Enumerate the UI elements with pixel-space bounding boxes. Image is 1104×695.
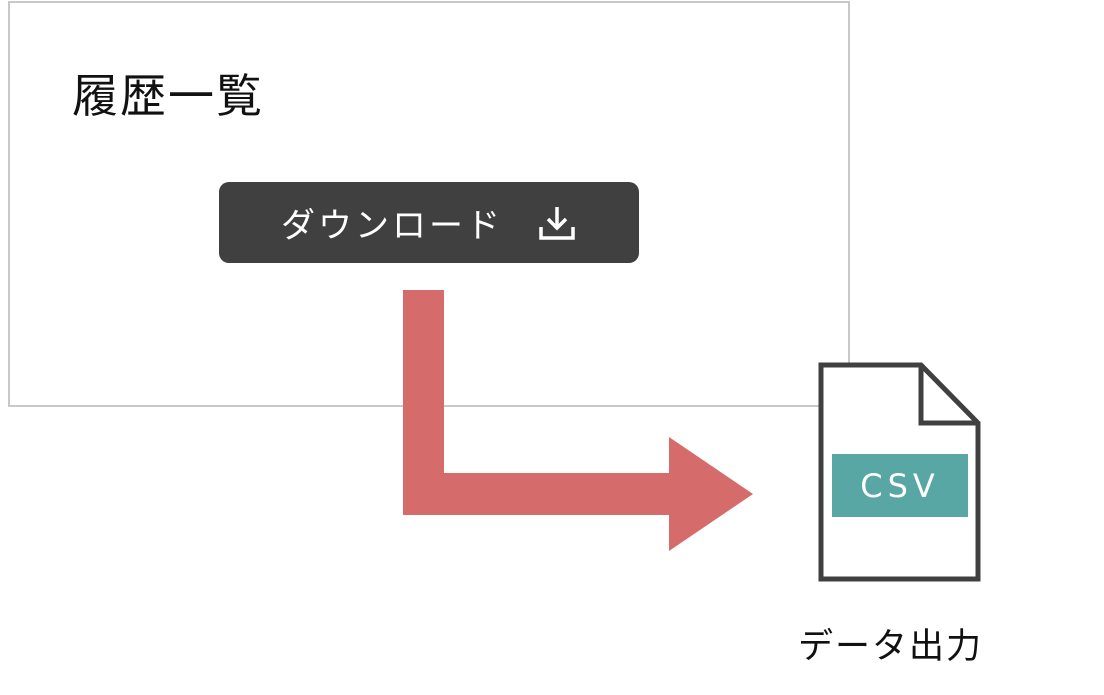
elbow-arrow	[403, 290, 753, 551]
csv-badge: CSV	[832, 454, 968, 517]
download-button[interactable]: ダウンロード	[219, 182, 639, 263]
page-title: 履歴一覧	[72, 69, 264, 123]
download-icon	[537, 203, 577, 243]
output-caption: データ出力	[798, 627, 984, 667]
download-button-label: ダウンロード	[281, 206, 503, 246]
document-fold	[918, 365, 978, 426]
